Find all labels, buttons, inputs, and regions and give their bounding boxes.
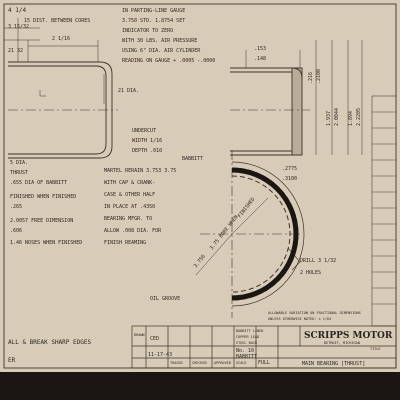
stamp-note-2: UNLESS OTHERWISE NOTED: ± 1/64 — [268, 317, 331, 321]
dim-2-1-16: 2 1/16 — [52, 36, 70, 42]
tb-material-2: COPPER LEAD — [236, 335, 259, 339]
dim-4-1-4: 4 1/4 — [8, 7, 26, 14]
drill-2: 2 HOLES — [300, 270, 321, 276]
right-dim-22205: 2.2205 — [356, 108, 362, 126]
left-bearing-view — [8, 40, 118, 159]
babbitt-lining — [231, 167, 299, 235]
gauge-line-4: WITH 30 LBS. AIR PRESSURE — [122, 38, 197, 44]
cores-dist-note: 15 DIST. BETWEEN CORES — [24, 18, 90, 24]
right-dim-216: .216 — [308, 72, 314, 84]
right-dim-148: .148 — [254, 56, 266, 62]
bore-label: 3.75 BORE WHEN — [209, 214, 240, 251]
bottom-note-2: ER — [8, 357, 16, 364]
gauge-line-2: 3.750 STD. 1.8754 SET — [122, 18, 185, 24]
right-dim-153: .153 — [254, 46, 266, 52]
dim-21-32: 21 32 — [8, 48, 23, 54]
stamp-note-1: ALLOWABLE VARIATION ON FRACTIONAL DIMENS… — [268, 311, 361, 315]
top-dim-2775: .2775 — [282, 166, 297, 172]
left-note-7: .606 — [10, 228, 22, 234]
gauge-line-5: USING 6" DIA. AIR CYLINDER — [122, 48, 201, 54]
tb-title: MAIN BEARING [THRUST] — [302, 361, 365, 367]
tb-checked-label: CHECKED — [192, 361, 207, 365]
undercut-2: WIDTH 1/16 — [132, 138, 162, 144]
tb-drawn-by: CED — [150, 336, 159, 342]
tb-scale: FULL — [258, 360, 270, 366]
babbitt-line-2: WITH CAP & CRANK- — [104, 180, 155, 186]
tb-material-3: STEEL BACK — [236, 341, 258, 345]
tb-approved-label: APPROVED — [214, 361, 231, 365]
left-note-6: 2.0057 FREE DIMENSION — [10, 218, 73, 224]
babbitt-line-4: IN PLACE AT .4350 — [104, 204, 155, 210]
gauge-line-6: READING ON GAUGE + .0005 -.0000 — [122, 58, 215, 64]
top-dim-3100: .3100 — [282, 176, 297, 182]
right-dim-2100: .2100 — [316, 69, 322, 84]
left-note-4: FINISHED WHEN FINISHED — [10, 194, 76, 200]
left-note-8: 1.46 NOSES WHEN FINISHED — [10, 240, 82, 246]
left-note-5: .265 — [10, 204, 22, 210]
babbitt-line-1: MARTEL RERAIN 3.753 3.75 — [104, 168, 176, 174]
gauge-line-3: INDICATOR TO ZERO — [122, 28, 173, 34]
drill-1: DRILL 3 1/32 — [300, 258, 336, 264]
babbitt-line-6: ALLOW .008 DIA. FOR — [104, 228, 162, 234]
tb-location: DETROIT, MICHIGAN — [324, 341, 360, 345]
tb-date: 11-17-43 — [148, 352, 172, 358]
babbitt-label: BABBITT — [182, 156, 203, 162]
left-note-2: THRUST — [10, 170, 28, 176]
babbitt-line-3: CASE & OTHER HALF — [104, 192, 155, 198]
babbitt-line-5: BEARING MFGR. TO — [104, 216, 152, 222]
oil-groove: OIL GROOVE — [150, 296, 180, 302]
undercut-1: UNDERCUT — [132, 128, 156, 134]
tb-material-1: BABBITT LINED — [236, 329, 263, 333]
babbitt-line-7: FINISH REAMING — [104, 240, 146, 246]
dia-21: 21 DIA. — [118, 88, 139, 94]
gauge-line-1: IN PARTING-LINE GAUGE — [122, 8, 185, 14]
dia-3756: 3.756 — [193, 254, 207, 270]
bottom-note-1: ALL & BREAK SHARP EDGES — [8, 339, 91, 346]
tb-babbitt-1: No. 10 — [236, 348, 254, 354]
tb-type-label: TITLE — [370, 347, 381, 351]
right-bearing-view — [230, 40, 363, 156]
top-left-dims — [4, 18, 40, 62]
tb-company: SCRIPPS MOTOR — [304, 331, 393, 341]
dim-3-15-32: 3 15/32 — [8, 24, 29, 30]
title-block-lines — [131, 325, 397, 369]
right-dim-20044: 2.0044 — [334, 108, 340, 126]
tb-traced-label: TRACED — [170, 361, 183, 365]
left-note-3: .655 DIA OF BABBITT — [10, 180, 67, 186]
left-note-1: 5 DIA. — [10, 160, 28, 166]
tb-scale-label: SCALE — [236, 361, 247, 365]
right-dim-1894: 1.894 — [348, 111, 354, 126]
tb-drawn-label: DRAWN — [134, 333, 145, 337]
tb-babbitt-2: BABBITT — [236, 354, 257, 360]
undercut-3: DEPTH .010 — [132, 148, 162, 154]
finished-label: FINISHED — [237, 197, 257, 220]
right-dim-1937: 1.937 — [326, 111, 332, 126]
